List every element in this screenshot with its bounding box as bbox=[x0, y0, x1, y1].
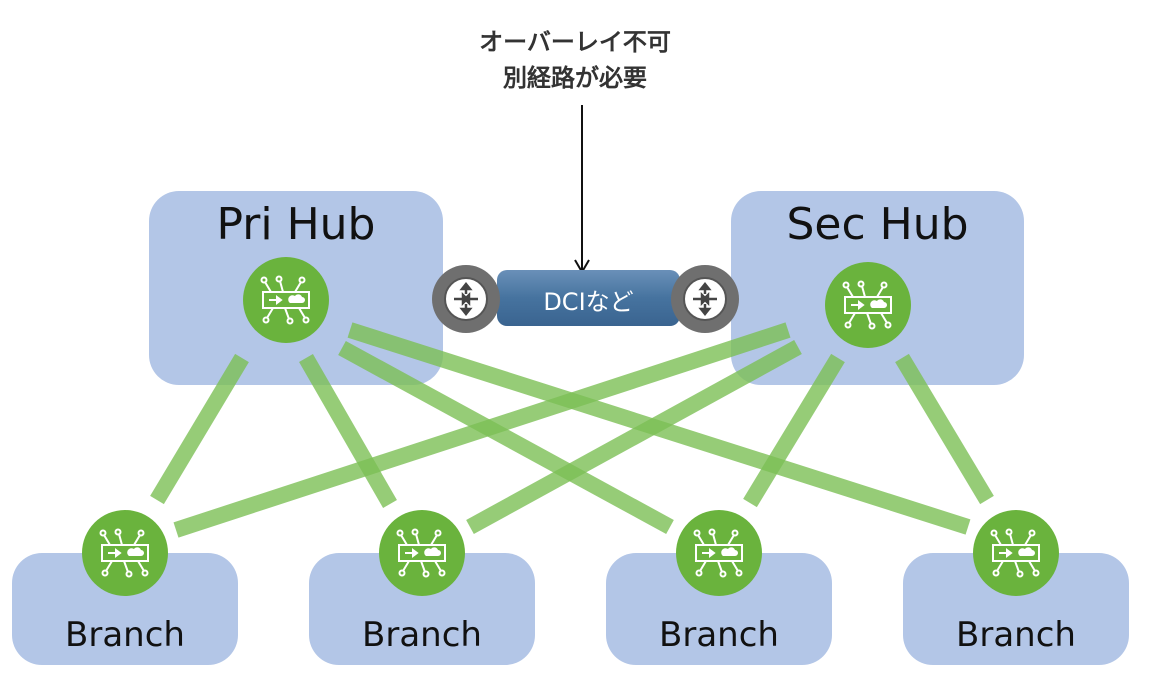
link-sec-branch3 bbox=[743, 353, 845, 508]
pri-hub-label: Pri Hub bbox=[216, 199, 376, 250]
edge-device-icon bbox=[396, 528, 446, 578]
router-icon bbox=[693, 281, 717, 317]
edge-device-icon bbox=[260, 275, 310, 325]
branch-label-3: Branch bbox=[659, 615, 779, 655]
pri-hub-edge-node bbox=[243, 257, 329, 343]
note-line-2: 別経路が必要 bbox=[503, 64, 647, 92]
branch-label-2: Branch bbox=[362, 615, 482, 655]
link-sec-branch4 bbox=[895, 353, 994, 505]
branch-label-1: Branch bbox=[65, 615, 185, 655]
sec-hub-edge-node bbox=[825, 262, 911, 348]
edge-device-icon bbox=[990, 528, 1040, 578]
dci-label: DCIなど bbox=[543, 288, 634, 316]
pri-hub-box: Pri Hub bbox=[149, 191, 443, 385]
link-sec-branch1 bbox=[173, 322, 791, 538]
branch-edge-node-3 bbox=[676, 510, 762, 596]
edge-device-icon bbox=[693, 528, 743, 578]
sec-hub-label: Sec Hub bbox=[786, 199, 969, 250]
link-pri-branch1 bbox=[150, 353, 249, 505]
link-pri-branch3 bbox=[338, 340, 674, 535]
router-right bbox=[671, 265, 739, 333]
router-icon bbox=[454, 281, 478, 317]
link-pri-branch2 bbox=[299, 354, 397, 508]
branch-edge-node-1 bbox=[82, 510, 168, 596]
router-left bbox=[432, 265, 500, 333]
annotation-note: オーバーレイ不可 別経路が必要 bbox=[430, 24, 720, 96]
note-line-1: オーバーレイ不可 bbox=[479, 28, 671, 56]
branch-edge-node-2 bbox=[379, 510, 465, 596]
branch-label-4: Branch bbox=[956, 615, 1076, 655]
edge-device-icon bbox=[99, 528, 149, 578]
branch-edge-node-4 bbox=[973, 510, 1059, 596]
dci-tunnel: DCIなど bbox=[497, 270, 680, 326]
edge-device-icon bbox=[842, 280, 892, 330]
link-sec-branch2 bbox=[466, 339, 802, 535]
